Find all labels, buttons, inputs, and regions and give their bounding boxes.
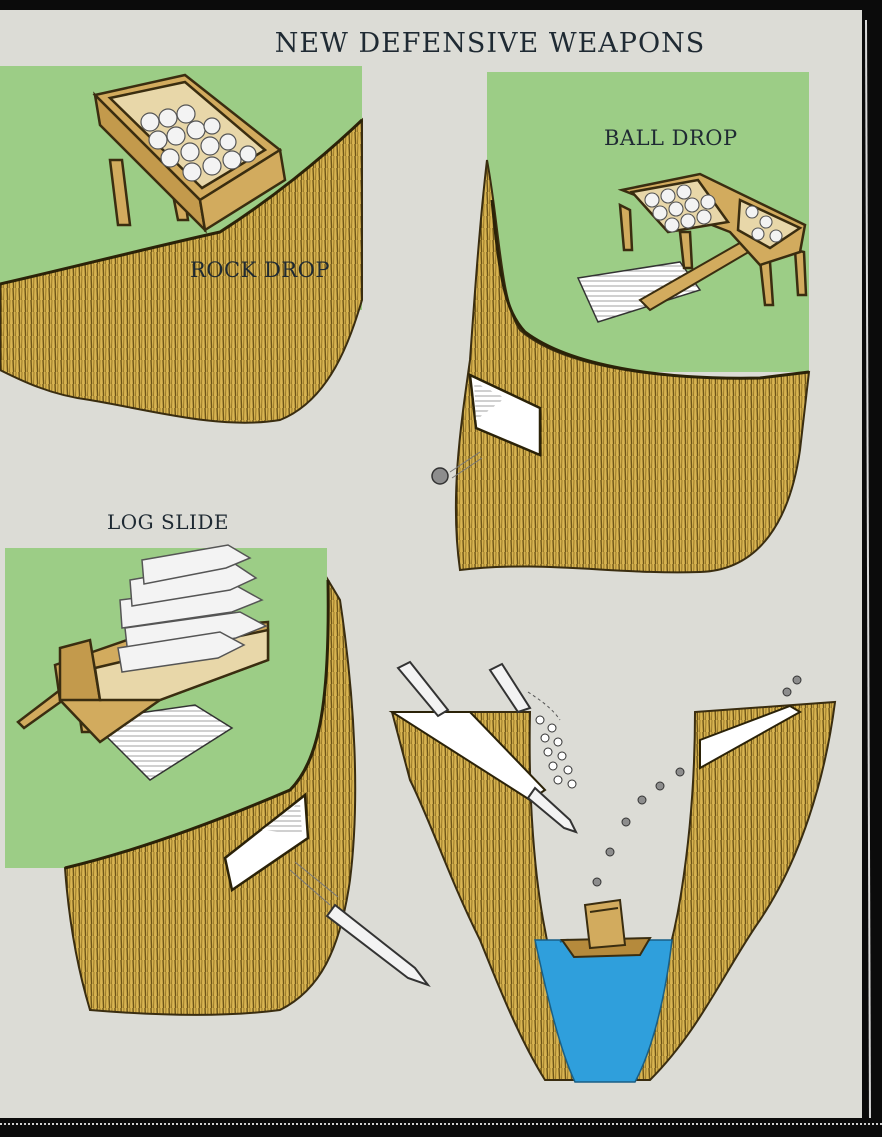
bottom-frame [0,1118,882,1137]
rock-drop-label: ROCK DROP [190,258,330,282]
ball-drop-label: BALL DROP [604,126,738,150]
top-frame [0,0,882,10]
page-title: NEW DEFENSIVE WEAPONS [0,28,882,59]
ball-drop-falling-ball [432,468,448,484]
right-frame [862,0,882,1137]
log-slide-label: LOG SLIDE [107,510,229,534]
rock-drop-scene [0,66,362,423]
